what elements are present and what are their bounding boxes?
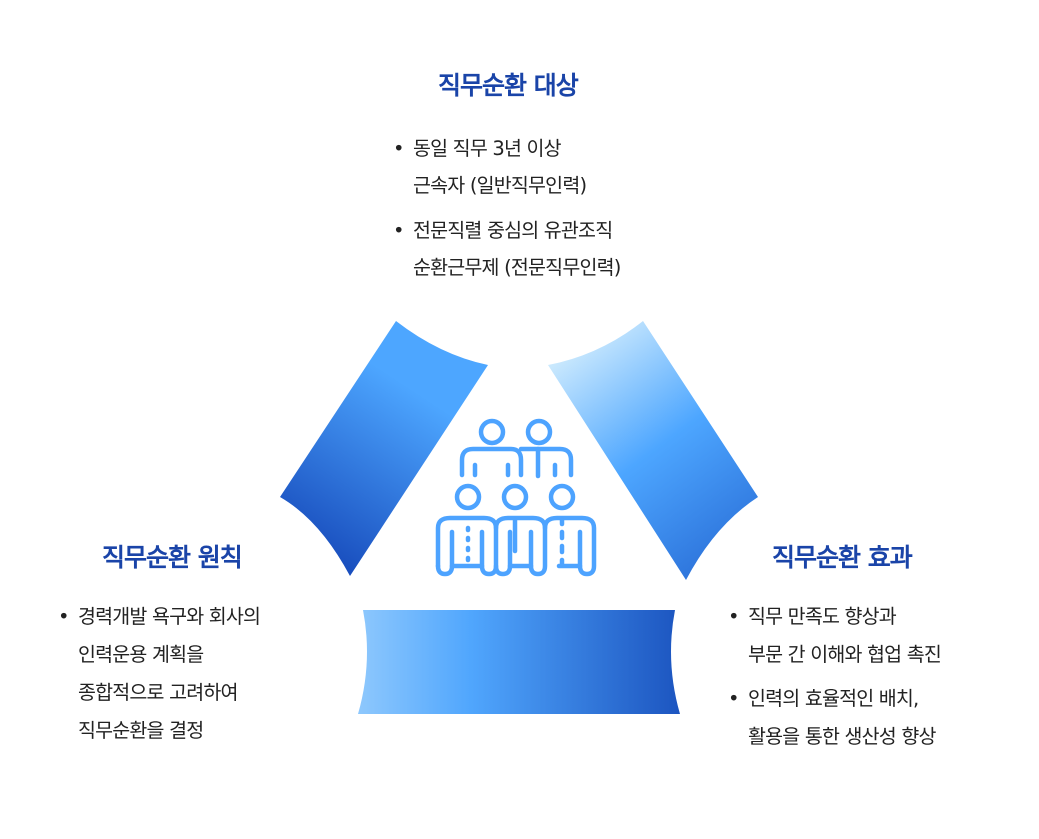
list-line: 직무 만족도 향상과	[748, 605, 897, 628]
list-line: 종합적으로 고려하여	[78, 681, 238, 704]
bottom-segment	[358, 610, 680, 714]
left-segment	[280, 321, 488, 576]
list-line: 순환근무제 (전문직무인력)	[413, 256, 621, 279]
right-segment	[548, 321, 758, 580]
list-item: 인력의 효율적인 배치, 활용을 통한 생산성 향상	[728, 680, 941, 756]
list-line: 부문 간 이해와 협업 촉진	[748, 643, 942, 666]
left-list: 경력개발 욕구와 회사의 인력운용 계획을 종합적으로 고려하여 직무순환을 결…	[58, 598, 261, 750]
list-item: 경력개발 욕구와 회사의 인력운용 계획을 종합적으로 고려하여 직무순환을 결…	[58, 598, 261, 750]
list-line: 동일 직무 3년 이상	[413, 137, 562, 160]
list-line: 근속자 (일반직무인력)	[413, 174, 587, 197]
list-item: 직무 만족도 향상과 부문 간 이해와 협업 촉진	[728, 598, 942, 674]
top-title: 직무순환 대상	[438, 71, 579, 100]
list-line: 인력운용 계획을	[78, 643, 204, 666]
team-people-icon	[435, 418, 597, 577]
list-line: 인력의 효율적인 배치,	[748, 687, 919, 710]
list-item: 동일 직무 3년 이상 근속자 (일반직무인력)	[393, 130, 621, 204]
list-line: 활용을 통한 생산성 향상	[748, 725, 936, 748]
left-title: 직무순환 원칙	[102, 543, 243, 572]
right-list: 직무 만족도 향상과 부문 간 이해와 협업 촉진 인력의 효율적인 배치, 활…	[728, 598, 942, 756]
list-item: 전문직렬 중심의 유관조직 순환근무제 (전문직무인력)	[393, 212, 621, 286]
top-list: 동일 직무 3년 이상 근속자 (일반직무인력) 전문직렬 중심의 유관조직 순…	[393, 130, 621, 286]
list-line: 직무순환을 결정	[78, 719, 204, 742]
list-line: 경력개발 욕구와 회사의	[78, 605, 261, 628]
list-line: 전문직렬 중심의 유관조직	[413, 219, 613, 242]
right-title: 직무순환 효과	[772, 543, 913, 572]
